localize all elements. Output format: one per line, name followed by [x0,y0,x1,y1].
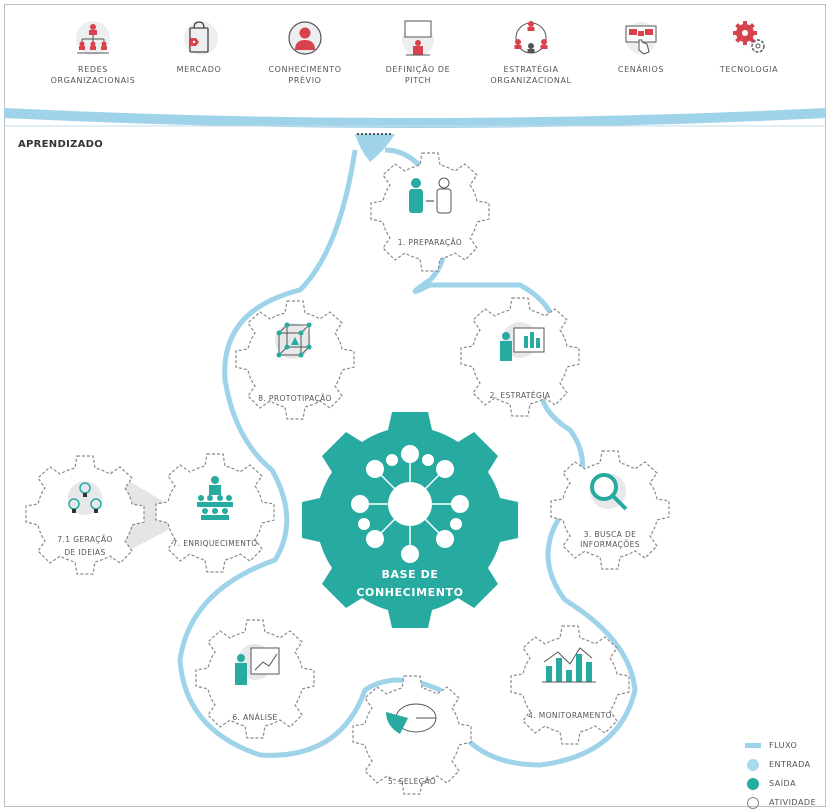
activity-enriquecimento: 7. ENRIQUECIMENTO [155,453,275,573]
team-network-icon [514,21,548,54]
label-estrategia: 2. ESTRATÉGIA [490,391,551,400]
header-label-conhecimento: CONHECIMENTO PRÉVIO [268,65,342,85]
presenter-icon [402,20,434,56]
activity-monitoramento: 4. MONITORAMENTO [510,625,630,745]
audience-icon [197,476,233,520]
input-swatch [745,758,761,771]
label-prototipacao: 8. PROTOTIPAÇÃO [258,394,332,403]
legend-saida-label: SAÍDA [769,779,797,788]
flow-funnel [355,134,395,162]
label-busca-2: INFORMAÇÕES [580,540,640,549]
person-profile-icon [288,21,322,55]
org-chart-icon [76,21,110,55]
activity-selecao: 5. SELEÇÃO [352,675,472,795]
activity-estrategia: 2. ESTRATÉGIA [460,297,580,417]
header-label-mercado: MERCADO [176,65,222,74]
header-label-tecnologia: TECNOLOGIA [719,65,779,74]
legend-fluxo: FLUXO [745,736,816,755]
activity-prototipacao: 8. PROTOTIPAÇÃO [235,300,355,420]
section-label: APRENDIZADO [18,139,104,150]
header-item-cenarios: CENÁRIOS [586,18,696,75]
header-label-redes: REDES ORGANIZACIONAIS [50,65,136,85]
activity-preparacao: 1. PREPARAÇÃO [370,152,490,272]
hand-touch-screen-icon [625,22,657,55]
label-preparacao: 1. PREPARAÇÃO [398,238,462,247]
header-item-mercado: MERCADO [144,18,254,75]
legend: FLUXO ENTRADA SAÍDA ATIVIDADE [745,736,816,812]
header-label-pitch: DEFINIÇÃO DE PITCH [385,65,451,85]
gears-icon [733,21,765,53]
output-swatch [745,777,761,790]
label-analise: 6. ANÁLISE [232,713,277,722]
label-monitoramento: 4. MONITORAMENTO [528,711,612,720]
diagram-frame [4,4,826,807]
label-selecao: 5. SELEÇÃO [388,777,436,786]
header-item-pitch: DEFINIÇÃO DE PITCH [363,18,473,86]
label-geracao-2: DE IDEIAS [64,548,105,557]
activity-busca: 3. BUSCA DE INFORMAÇÕES [550,450,670,570]
magnifier-icon [590,473,628,511]
legend-saida: SAÍDA [745,774,816,793]
activity-geracao: 7.1 GERAÇÃO DE IDEIAS [25,455,145,575]
lightbulbs-icon [68,481,102,515]
presenter-board-icon [235,644,280,685]
label-enriquecimento: 7. ENRIQUECIMENTO [173,539,258,548]
legend-atividade-label: ATIVIDADE [769,798,817,807]
base-label-line1: BASE DE [381,568,438,581]
header-item-redes: REDES ORGANIZACIONAIS [38,18,148,86]
base-label-line2: CONHECIMENTO [356,586,463,599]
legend-fluxo-label: FLUXO [769,741,798,750]
label-busca-1: 3. BUSCA DE [584,530,637,539]
activity-swatch [745,796,761,809]
pie-chart-icon [386,703,437,734]
header-label-estrategia: ESTRATÉGIA ORGANIZACIONAL [490,65,572,85]
header-item-tecnologia: TECNOLOGIA [694,18,804,75]
flow-band-top [4,108,826,128]
legend-entrada-label: ENTRADA [769,760,811,769]
flow-loop [177,147,638,768]
activity-analise: 6. ANÁLISE [195,619,315,739]
legend-entrada: ENTRADA [745,755,816,774]
header-item-conhecimento: CONHECIMENTO PRÉVIO [250,18,360,86]
shopping-bag-icon [184,21,218,55]
cube-icon [275,322,312,359]
header-label-cenarios: CENÁRIOS [617,65,665,74]
knowledge-base-gear: BASE DE CONHECIMENTO [302,412,518,628]
presentation-chart-icon [500,322,545,361]
header-item-estrategia: ESTRATÉGIA ORGANIZACIONAL [476,18,586,86]
legend-atividade: ATIVIDADE [745,793,816,812]
label-geracao-1: 7.1 GERAÇÃO [57,535,112,544]
flow-swatch [745,743,761,748]
bar-chart-icon [542,647,596,683]
people-exchange-icon [409,177,452,214]
